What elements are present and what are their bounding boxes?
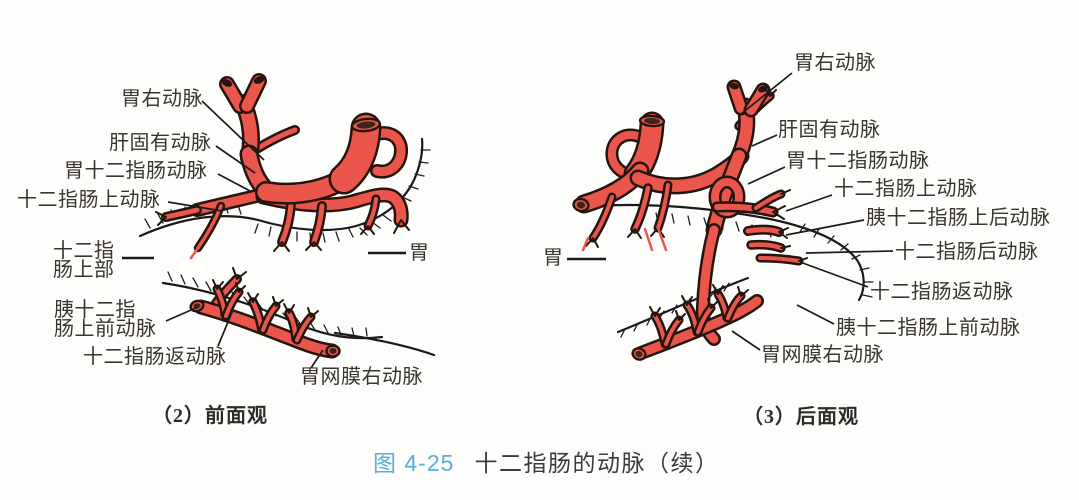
caption-posterior-view: （3）后面观 bbox=[743, 406, 859, 428]
label-post-pd-posterior-superior: 胰十二指肠上后动脉 bbox=[866, 207, 1051, 229]
tube-opening-lumen bbox=[644, 117, 660, 125]
vessel-cut-cap bbox=[729, 82, 739, 90]
label-post-gastroepiploic-right: 胃网膜右动脉 bbox=[761, 344, 884, 366]
leader-post-gastroepiploic bbox=[731, 330, 761, 351]
leader-post-retroduodenal bbox=[805, 250, 894, 254]
tube-opening-lumen bbox=[356, 121, 376, 129]
caption-anterior-view: （2）前面观 bbox=[152, 405, 268, 427]
posterior-supraduodenal-artery bbox=[714, 203, 776, 215]
posterior-ge-fork bbox=[664, 318, 681, 346]
posterior-hepatic-stub-left bbox=[729, 82, 746, 113]
label-post-gastric-right: 胃右动脉 bbox=[794, 52, 876, 74]
anterior-pd-fork bbox=[261, 304, 278, 332]
vessel-lumen bbox=[576, 201, 586, 209]
leader-ant-gastroduodenal bbox=[217, 173, 253, 193]
label-ant-gastroepiploic-right: 胃网膜右动脉 bbox=[300, 366, 423, 388]
anterior-vessel-loop bbox=[369, 128, 406, 177]
anterior-gastric-right-artery bbox=[252, 127, 298, 153]
posterior-duodenal-twig bbox=[656, 183, 670, 230]
posterior-supraduodenal-tine bbox=[754, 192, 783, 210]
leader-post-gastroduodenal bbox=[747, 166, 786, 185]
posterior-branch-tips bbox=[585, 87, 808, 321]
leader-ant-gastric-right bbox=[201, 100, 265, 161]
anterior-fine-red-tip bbox=[189, 246, 200, 260]
figure-title: 十二指肠的动脉（续） bbox=[474, 450, 720, 476]
vessel-cut-cap bbox=[253, 76, 265, 84]
label-ant-stomach: 胃 bbox=[409, 242, 430, 264]
posterior-recurrent-twig bbox=[758, 256, 801, 263]
leader-post-pd-posterior bbox=[785, 219, 865, 236]
posterior-view-drawing bbox=[572, 79, 874, 361]
posterior-ge-fork bbox=[726, 294, 743, 320]
leader-post-pd-anterior bbox=[796, 304, 835, 325]
anterior-pd-fork bbox=[224, 290, 241, 318]
label-line: 胰十二指 bbox=[54, 299, 136, 321]
vessel-lumen bbox=[329, 348, 337, 354]
label-ant-duodenal-recurrent: 十二指肠返动脉 bbox=[83, 346, 227, 368]
figure-caption: 图 4-25 十二指肠的动脉（续） bbox=[373, 444, 719, 478]
posterior-duodenal-twig bbox=[591, 195, 614, 240]
anterior-supraduodenal-tip bbox=[163, 207, 200, 220]
label-post-hepatic-proper: 肝固有动脉 bbox=[778, 119, 881, 141]
vessel-cut-cap bbox=[221, 79, 233, 87]
anterior-lower-duodenum-outline bbox=[333, 331, 436, 357]
leader-ant-hepatic-proper bbox=[215, 145, 256, 174]
anterior-branch-1 bbox=[279, 201, 294, 245]
posterior-pd-posterior-twig bbox=[745, 227, 782, 235]
label-post-supraduodenal: 十二指肠上动脉 bbox=[834, 178, 978, 200]
leader-ant-supraduodenal bbox=[167, 201, 223, 212]
anterior-view-drawing bbox=[138, 73, 436, 359]
label-ant-gastric-right: 胃右动脉 bbox=[121, 88, 203, 110]
figure-number: 图 4-25 bbox=[373, 450, 455, 476]
anterior-pylorus-tube bbox=[331, 115, 379, 192]
label-ant-gastroduodenal: 胃十二指肠动脉 bbox=[64, 160, 208, 182]
label-line: 肠上部 bbox=[53, 259, 115, 281]
anterior-branch-2 bbox=[311, 203, 325, 245]
anterior-branch-tips bbox=[155, 211, 410, 318]
posterior-retroduodenal-twig bbox=[748, 242, 784, 251]
label-ant-hepatic-proper: 肝固有动脉 bbox=[109, 132, 212, 154]
vessel-lumen bbox=[635, 350, 643, 358]
label-ant-pd-anterior-superior: 胰十二指 肠上前动脉 bbox=[54, 299, 157, 340]
leader-ant-gastroepiploic bbox=[310, 349, 324, 369]
posterior-fine-red-tips bbox=[581, 226, 668, 252]
anterior-hepatic-stub-right bbox=[241, 75, 265, 112]
label-line: 十二指 bbox=[53, 240, 115, 262]
leader-post-supraduodenal bbox=[785, 194, 833, 212]
anterior-branch-3 bbox=[366, 197, 378, 228]
posterior-hepatic-stub-right bbox=[746, 85, 768, 115]
label-post-retroduodenal: 十二指肠后动脉 bbox=[895, 241, 1039, 263]
label-post-gastroduodenal: 胃十二指肠动脉 bbox=[786, 150, 930, 172]
label-ant-supraduodenal: 十二指肠上动脉 bbox=[17, 189, 161, 211]
leader-post-hepatic-proper bbox=[751, 134, 778, 147]
posterior-duodenal-twig bbox=[632, 185, 651, 232]
anterior-gastroepiploic-band bbox=[258, 189, 407, 225]
label-post-pd-anterior-superior: 胰十二指肠上前动脉 bbox=[836, 317, 1021, 339]
leader-ant-pd-anterior bbox=[165, 306, 199, 322]
leader-post-recurrent bbox=[799, 261, 869, 288]
label-post-duodenal-recurrent: 十二指肠返动脉 bbox=[870, 281, 1014, 303]
posterior-ge-fork bbox=[696, 306, 713, 334]
label-ant-duodenum-superior: 十二指 肠上部 bbox=[53, 240, 115, 281]
leader-ant-recurrent bbox=[217, 309, 234, 347]
leader-lines bbox=[122, 72, 894, 369]
leader-post-gastric-right bbox=[740, 72, 793, 115]
label-line: 肠上前动脉 bbox=[54, 318, 157, 340]
anterior-pd-fork bbox=[295, 315, 313, 342]
anterior-hepatic-stub-left bbox=[221, 78, 246, 112]
posterior-duodenum-outline bbox=[590, 203, 865, 302]
label-post-stomach: 胃 bbox=[543, 247, 564, 269]
